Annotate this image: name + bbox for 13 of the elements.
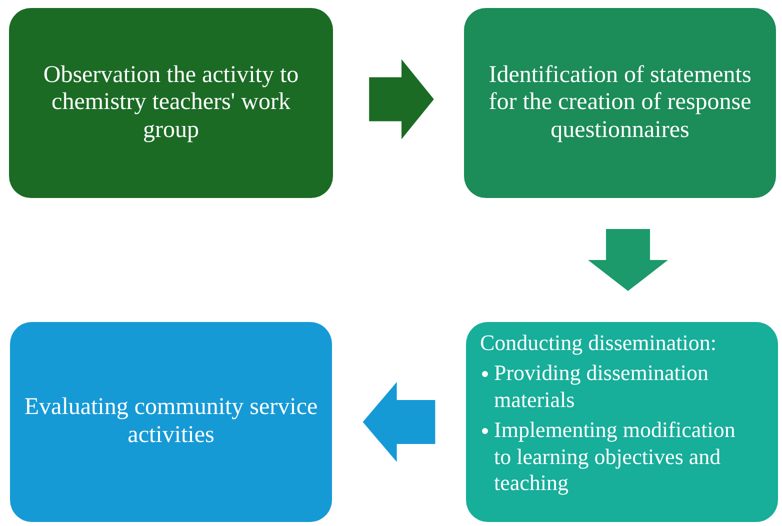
box-heading: Conducting dissemination: <box>480 330 716 356</box>
process-box <box>464 8 776 198</box>
process-box <box>9 8 333 198</box>
box-text: Identification of statements for the creation of response questionnaires <box>488 62 752 144</box>
process-box <box>466 322 778 522</box>
box-text: Observation the activity to chemistry teachers' work group <box>42 62 300 144</box>
process-box <box>10 322 332 522</box>
block-arrow <box>588 229 668 291</box>
block-arrow <box>362 382 436 462</box>
block-arrow <box>369 59 434 140</box>
bullet-item: Providing dissemination materials <box>480 360 768 414</box>
bullet-item: Implementing modification to learning objectives and teaching <box>480 417 768 496</box>
box-text: Evaluating community service activities <box>24 394 318 450</box>
